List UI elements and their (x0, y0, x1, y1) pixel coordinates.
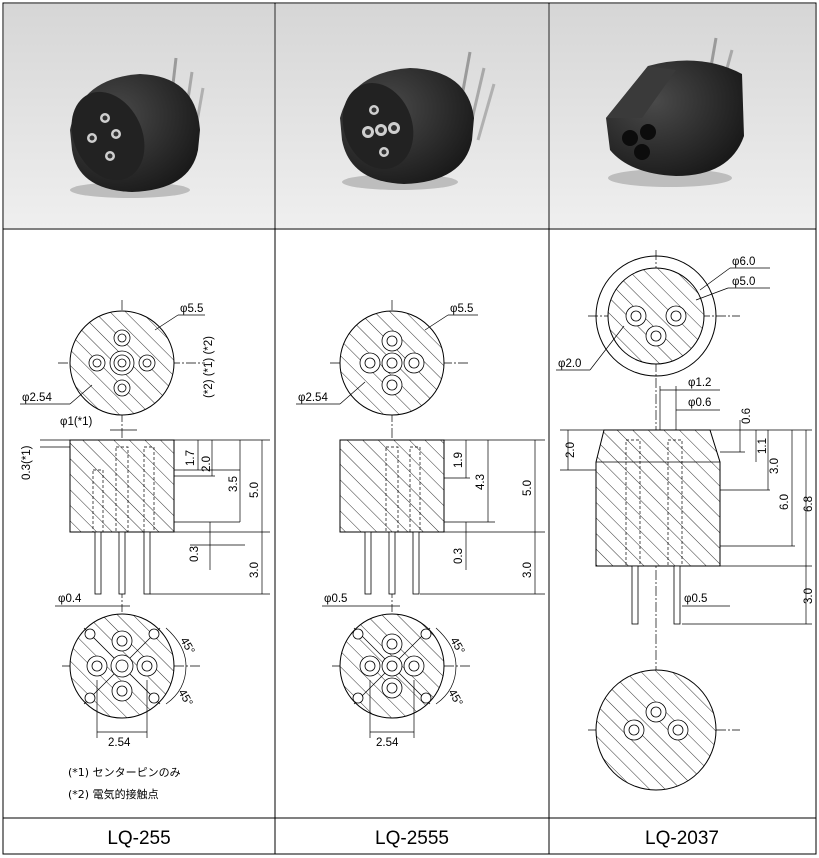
label-h-3-5: 3.5 (228, 476, 240, 492)
label-h-2-0: 2.0 (201, 456, 213, 472)
label-pin-dia: φ0.4 (58, 593, 82, 605)
label-pin-center: φ1(*1) (60, 416, 93, 428)
model-label-lq-2555: LQ-2555 (375, 828, 449, 849)
label-dia-6: φ6.0 (732, 256, 755, 268)
photo-lq-2555 (276, 4, 548, 228)
label-spacing: 2.54 (108, 737, 131, 749)
label-spacing: 2.54 (376, 737, 399, 749)
label-dia-outer: φ5.5 (180, 303, 203, 315)
drawing-lq-255: φ5.5 φ2.54 φ1(*1) (*2) (*1) (*2) 0.3(*1) (20, 300, 270, 801)
label-dia-0-6: φ0.6 (688, 397, 711, 409)
note-1: (*1) センターピンのみ (68, 766, 181, 779)
label-pitch: φ2.54 (22, 392, 52, 404)
label-h-1-9: 1.9 (453, 452, 465, 468)
label-h-4-3: 4.3 (475, 474, 487, 490)
model-label-lq-255: LQ-255 (107, 828, 170, 849)
label-dia-5: φ5.0 (732, 276, 755, 288)
label-angle-a: 45° (447, 636, 466, 657)
label-h-6-0: 6.0 (779, 494, 791, 510)
label-h-3-0: 3.0 (769, 458, 781, 474)
label-pin-dia: φ0.5 (324, 593, 347, 605)
label-note-markers: (*2) (*1) (*2) (203, 336, 215, 398)
label-h-1-7: 1.7 (185, 450, 197, 466)
model-label-lq-2037: LQ-2037 (645, 828, 719, 849)
label-h-1-1: 1.1 (757, 438, 769, 454)
model-labels: LQ-255 LQ-2555 LQ-2037 (107, 828, 719, 849)
label-h-3-0: 3.0 (522, 562, 534, 578)
label-h-6-8: 6.8 (803, 496, 815, 512)
label-angle-a: 45° (177, 636, 196, 657)
label-pitch: φ2.54 (298, 392, 328, 404)
label-h-5-0: 5.0 (249, 482, 261, 498)
label-h-3-0b: 3.0 (803, 588, 815, 604)
label-h-5-0: 5.0 (522, 480, 534, 496)
label-pin-dia: φ0.5 (684, 593, 707, 605)
label-dia-outer: φ5.5 (450, 303, 473, 315)
label-dia-2: φ2.0 (558, 358, 581, 370)
label-angle-b: 45° (175, 688, 194, 709)
drawing-lq-2037: φ6.0 φ5.0 φ2.0 φ1.2 φ0.6 φ0.5 2.0 (556, 250, 815, 791)
label-angle-b: 45° (445, 688, 464, 709)
drawing-lq-2555: φ5.5 φ2.54 1.9 4.3 5.0 0.3 3.0 φ0.5 (296, 300, 545, 749)
photo-lq-2037 (550, 4, 815, 228)
label-h-top: 0.3(*1) (21, 445, 33, 480)
label-h-0-3: 0.3 (189, 546, 201, 562)
label-h-0-3: 0.3 (453, 548, 465, 564)
label-h-0-6: 0.6 (741, 408, 753, 424)
photo-lq-255 (4, 4, 274, 228)
label-h-3-0: 3.0 (249, 562, 261, 578)
note-2: (*2) 電気的接触点 (68, 787, 159, 801)
label-h-2-0: 2.0 (565, 442, 577, 458)
label-dia-1-2: φ1.2 (688, 377, 711, 389)
